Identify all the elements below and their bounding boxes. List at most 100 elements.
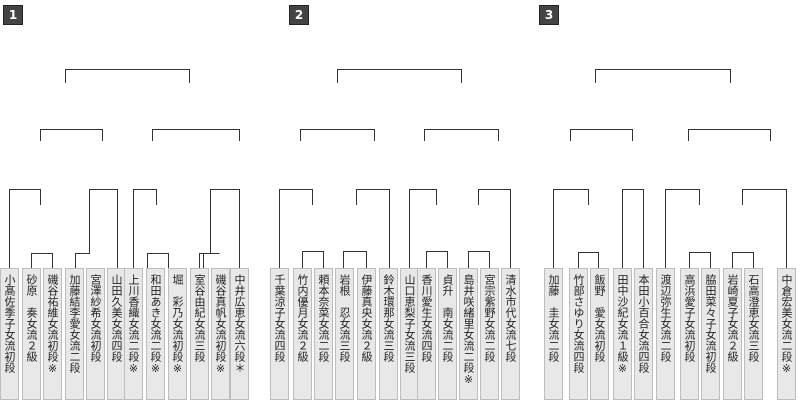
- player-name: 砂原 奏女流２級: [25, 274, 38, 362]
- player-slot: 磯谷祐維女流初段※: [43, 268, 62, 400]
- player-name: 室谷由紀女流三段: [193, 274, 206, 362]
- player-name: 田中沙紀女流１級※: [616, 274, 629, 375]
- player-name: 宮澤紗希女流初段: [89, 274, 102, 362]
- bracket-line: [570, 129, 633, 141]
- player-name: 鈴木環那女流三段: [382, 274, 395, 362]
- player-name: 飯野 愛女流初段: [593, 274, 606, 362]
- bracket-line: [65, 69, 190, 83]
- player-name: 島井咲緒里女流二段※: [462, 274, 475, 386]
- player-slot: 和田あき女流二段※: [146, 268, 165, 400]
- bracket-line: [147, 253, 169, 268]
- player-name: 渡辺弥生女流二段: [659, 274, 672, 362]
- player-slot: 伊藤真央女流２級: [357, 268, 376, 400]
- player-name: 堀 彩乃女流初段※: [171, 274, 184, 375]
- player-slot: 砂原 奏女流２級: [22, 268, 41, 400]
- bracket-line: [199, 253, 220, 268]
- bracket-line: [689, 252, 711, 268]
- bracket-line: [553, 189, 589, 268]
- player-name: 本田小百合女流四段: [637, 274, 650, 373]
- player-name: 千葉涼子女流四段: [273, 274, 286, 362]
- bracket-line: [9, 189, 41, 268]
- player-name: 上川香織女流二段※: [127, 274, 140, 375]
- bracket-line: [688, 129, 771, 141]
- bracket-line: [424, 129, 499, 141]
- player-name: 小髙佐季子女流初段: [3, 274, 16, 373]
- player-name: 岩根 忍女流三段: [338, 274, 351, 362]
- player-slot: 上川香織女流二段※: [124, 268, 143, 400]
- bracket-line: [595, 69, 731, 83]
- bracket-line: [426, 251, 448, 268]
- player-slot: 清水市代女流七段: [501, 268, 520, 400]
- player-slot: 竹部さゆり女流四段: [569, 268, 588, 400]
- bracket-line: [31, 253, 53, 268]
- player-name: 磯谷祐維女流初段※: [46, 274, 59, 375]
- player-slot: 岩崎夏子女流２級: [723, 268, 742, 400]
- bracket-lines: [9, 69, 787, 268]
- player-slot: 宮澤紗希女流初段: [86, 268, 105, 400]
- bracket-line: [300, 129, 375, 141]
- player-slot: 飯野 愛女流初段: [590, 268, 609, 400]
- bracket-line: [665, 189, 700, 268]
- player-slot: 香川愛生女流四段: [417, 268, 436, 400]
- player-slot: 中倉宏美女流二段※: [777, 268, 796, 400]
- bracket-line: [343, 251, 367, 268]
- player-name: 宮宗紫野女流二段: [483, 274, 496, 362]
- player-name: 山田久美女流四段: [110, 274, 123, 362]
- bracket-line: [279, 189, 313, 268]
- player-name: 加藤結李愛女流二段: [68, 274, 81, 373]
- block-badge-3: 3: [539, 5, 559, 25]
- bracket-line: [203, 189, 240, 268]
- player-slot: 千葉涼子女流四段: [270, 268, 289, 400]
- player-slot: 中井広恵女流六段＊: [230, 268, 249, 400]
- bracket-line: [732, 252, 754, 268]
- block-badge-1: 1: [3, 5, 23, 25]
- player-slot: 鈴木環那女流三段: [379, 268, 398, 400]
- player-slot: 石高澄恵女流三段: [744, 268, 763, 400]
- player-name: 中井広恵女流六段＊: [233, 274, 246, 373]
- player-slot: 山口恵梨子女流三段: [400, 268, 419, 400]
- bracket-line: [356, 189, 390, 268]
- bracket-line: [409, 189, 437, 268]
- player-name: 頼本奈菜女流二段: [317, 274, 330, 362]
- bracket-line: [337, 69, 462, 83]
- player-name: 竹内優月女流２級: [296, 274, 309, 362]
- player-name: 香川愛生女流四段: [420, 274, 433, 362]
- bracket-line: [478, 189, 511, 268]
- player-name: 中倉宏美女流二段※: [780, 274, 793, 375]
- player-name: 山口恵梨子女流三段: [403, 274, 416, 373]
- player-slot: 本田小百合女流四段: [634, 268, 653, 400]
- player-name: 高浜愛子女流初段: [683, 274, 696, 362]
- player-name: 加藤 圭女流二段: [547, 274, 560, 362]
- player-name: 磯谷真帆女流初段※: [214, 274, 227, 375]
- player-slot: 加藤結李愛女流二段: [65, 268, 84, 400]
- player-slot: 小髙佐季子女流初段: [0, 268, 19, 400]
- player-slot: 室谷由紀女流三段: [190, 268, 209, 400]
- player-slot: 宮宗紫野女流二段: [480, 268, 499, 400]
- player-name: 和田あき女流二段※: [149, 274, 162, 375]
- player-name: 貞升 南女流二段: [441, 274, 454, 362]
- player-slot: 堀 彩乃女流初段※: [168, 268, 187, 400]
- player-slot: 頼本奈菜女流二段: [314, 268, 333, 400]
- bracket-line: [133, 189, 157, 268]
- player-name: 伊藤真央女流２級: [360, 274, 373, 362]
- bracket-line: [742, 189, 787, 268]
- player-slot: 竹内優月女流２級: [293, 268, 312, 400]
- player-slot: 島井咲緒里女流二段※: [459, 268, 478, 400]
- bracket-line: [40, 129, 103, 141]
- bracket-line: [75, 189, 118, 268]
- block-badge-2: 2: [289, 5, 309, 25]
- bracket-line: [152, 129, 240, 141]
- player-slot: 加藤 圭女流二段: [544, 268, 563, 400]
- player-name: 石高澄恵女流三段: [747, 274, 760, 362]
- player-slot: 田中沙紀女流１級※: [613, 268, 632, 400]
- bracket-line: [302, 251, 324, 268]
- player-slot: 脇田菜々子女流初段: [701, 268, 720, 400]
- bracket-line: [622, 189, 644, 268]
- player-slot: 岩根 忍女流三段: [335, 268, 354, 400]
- player-slot: 貞升 南女流二段: [438, 268, 457, 400]
- player-name: 竹部さゆり女流四段: [572, 274, 585, 373]
- player-name: 脇田菜々子女流初段: [704, 274, 717, 373]
- player-slot: 高浜愛子女流初段: [680, 268, 699, 400]
- bracket-line: [578, 252, 599, 268]
- player-name: 岩崎夏子女流２級: [726, 274, 739, 362]
